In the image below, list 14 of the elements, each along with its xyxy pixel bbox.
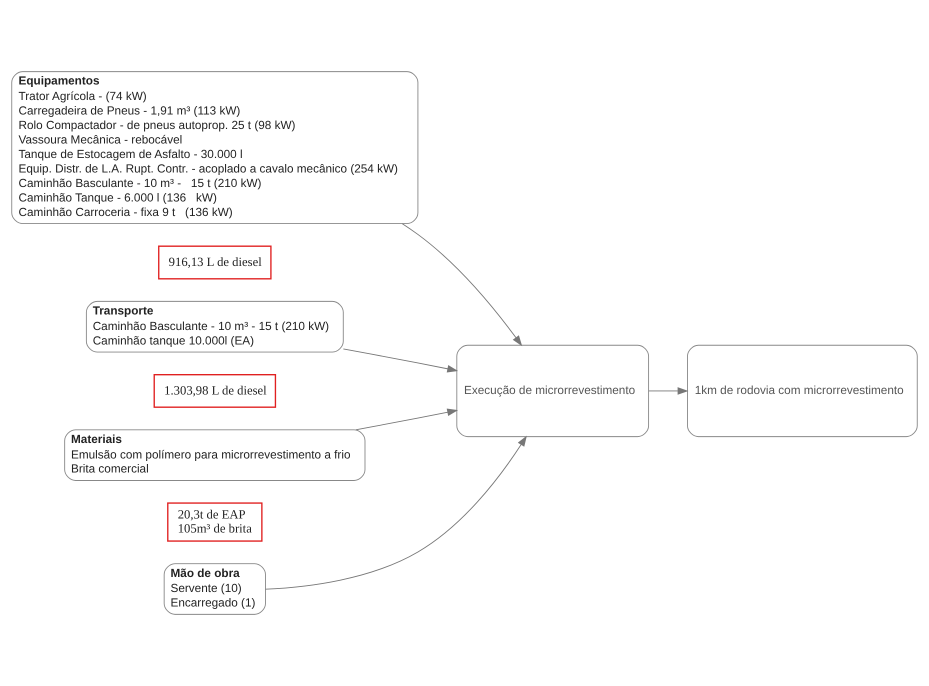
node-box: Execução de microrrevestimento <box>456 344 650 438</box>
node-box: Materiais Emulsão com polímero para microrrevestimento a frio Brita comercial <box>64 429 366 481</box>
node-box: 1.303,98 L de diesel <box>154 374 276 408</box>
arrow <box>648 387 688 395</box>
node-box: 1km de rodovia com microrrevestimento <box>687 344 918 438</box>
node-box: Transporte Caminhão Basculante - 10 m³ - 15 t (210 kW) Caminhão tanque 10.000l (EA) <box>86 300 344 352</box>
arrow <box>265 436 527 590</box>
node-box: 916,13 L de diesel <box>158 246 272 280</box>
arrow <box>402 223 522 346</box>
arrow <box>355 408 458 430</box>
node-box: 20,3t de EAP 105m³ de brita <box>167 502 263 542</box>
node-box: Equipamentos Trator Agrícola - (74 kW) Carregadeira de Pneus - 1,91 m³ (113 kW) Rolo Compactador - de pneus autoprop. 25 t (98 kW) Vassoura Mecânica - rebocável Tanque de Estocagem de Asfalto - 30.000 l Equip. Distr. de L.A. Rupt. Contr. - acoplado a cavalo mecânico (254 kW) Caminhão Basculante - 10 m³ - 15 t (210 kW) Caminhão Tanque - 6.000 l (136 kW) Caminhão Carroceria - fixa 9 t (136 kW) <box>11 71 418 224</box>
arrow <box>342 348 458 372</box>
node-box: Mão de obra Servente (10) Encarregado (1) <box>164 563 266 615</box>
